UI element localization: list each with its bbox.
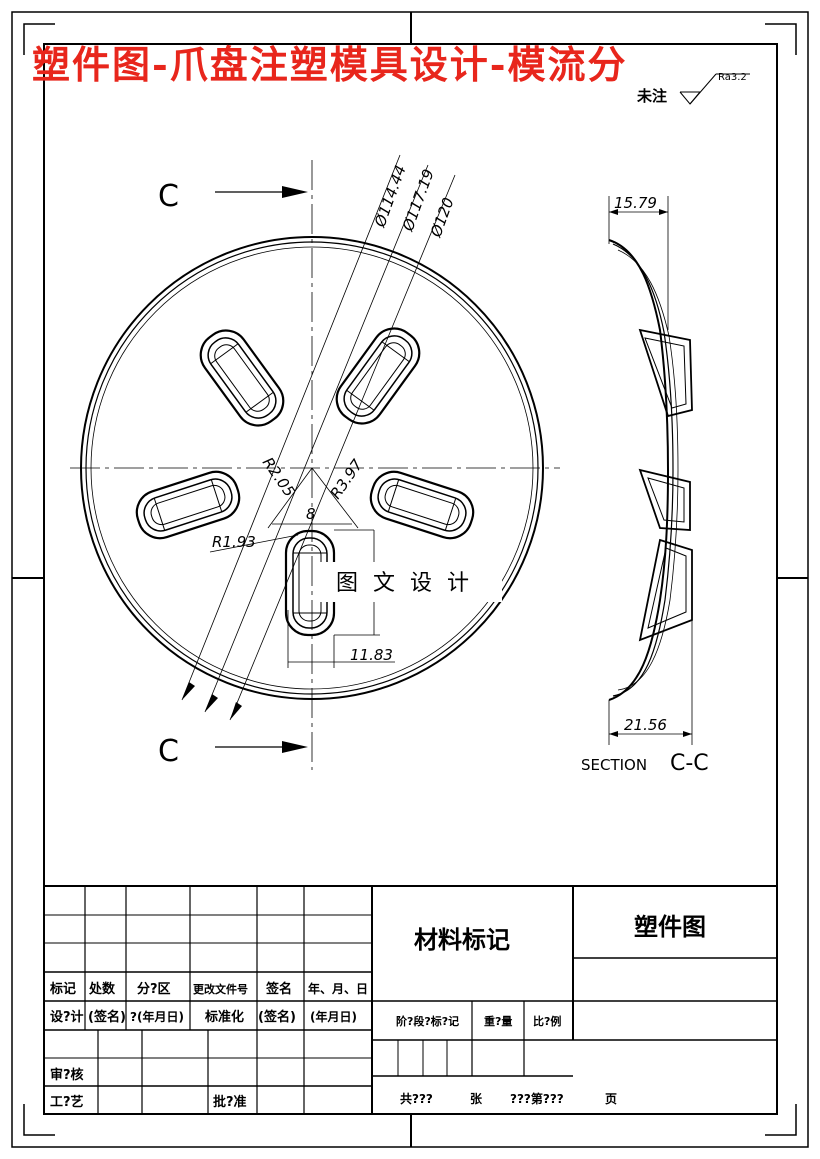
claw-slot [199, 329, 285, 427]
rim [80, 236, 544, 700]
diameter-leaders [181, 154, 456, 721]
section-dims [608, 196, 693, 745]
tb-r1-5: 年、月、日 [308, 981, 368, 996]
tb-page: 页 [605, 1092, 617, 1106]
section-cc-label: C-C [670, 751, 709, 776]
tb-r2-5: (年月日) [310, 1009, 357, 1024]
tb-r1-2: 分?区 [137, 981, 171, 997]
center-lines [70, 160, 560, 770]
tb-approve: 批?准 [213, 1094, 247, 1110]
section-letter: C [158, 734, 179, 769]
slot-dims [209, 523, 395, 668]
tb-r1-1: 处数 [88, 981, 116, 997]
tb-material: 材料标记 [414, 926, 510, 954]
tb-audit: 审?核 [50, 1067, 84, 1083]
dim-21-56: 21.56 [624, 716, 667, 734]
title-block: 标记 处数 分?区 更改文件号 签名 年、月、日 设?计 (签名) ?(年月日)… [43, 885, 778, 1115]
section-view: 15.79 21.56 SECTION C-C [581, 194, 709, 776]
section-label: SECTION [581, 756, 647, 774]
tb-part-name: 塑件图 [634, 913, 706, 941]
dim-arrows [182, 682, 242, 720]
header-title: 塑件图-爪盘注塑模具设计-模流分 [32, 42, 628, 87]
tb-r1-3: 更改文件号 [193, 982, 248, 996]
tb-scale: 比?例 [533, 1014, 561, 1028]
tb-r1-0: 标记 [49, 981, 76, 997]
tb-r2-4: (签名) [258, 1009, 296, 1025]
dim-15-79: 15.79 [614, 194, 657, 212]
claw-slot [369, 470, 475, 540]
front-view: C C Ø114.44 Ø117.19 Ø120 R2.05 R3.97 R1.… [70, 154, 560, 770]
tb-total: 共??? [400, 1091, 433, 1106]
section-letter: C [158, 179, 179, 214]
tb-r2-0: 设?计 [50, 1009, 84, 1025]
claw-slot [335, 327, 421, 425]
watermark-box [316, 562, 502, 602]
dim-8: 8 [306, 505, 316, 523]
section-cut-top: C [158, 179, 308, 214]
tb-weight: 重?量 [484, 1014, 512, 1028]
watermark: 图 文 设 计 [336, 571, 473, 596]
tb-r2-2: ?(年月日) [130, 1009, 184, 1024]
dim-diameter-120: Ø120 [427, 195, 458, 240]
tb-r1-4: 签名 [265, 981, 292, 997]
dim-r3-97: R3.97 [327, 456, 367, 503]
roughness-value: Ra3.2 [718, 72, 747, 83]
tb-sheet: 张 [470, 1091, 483, 1106]
section-profile [608, 239, 693, 701]
roughness-symbol: 未注 Ra3.2 [636, 72, 750, 105]
tb-sheet-no: ???第??? [510, 1091, 564, 1106]
tb-r2-1: (签名) [88, 1009, 126, 1025]
tb-stage-mark: 阶?段?标?记 [396, 1014, 459, 1028]
dim-11-83: 11.83 [350, 646, 393, 664]
section-cut-bottom: C [158, 734, 308, 769]
claw-slot [135, 470, 241, 540]
tb-process: 工?艺 [50, 1094, 84, 1110]
roughness-note: 未注 [636, 87, 667, 105]
dim-r1-93: R1.93 [212, 533, 256, 551]
tb-r2-3: 标准化 [204, 1009, 244, 1025]
